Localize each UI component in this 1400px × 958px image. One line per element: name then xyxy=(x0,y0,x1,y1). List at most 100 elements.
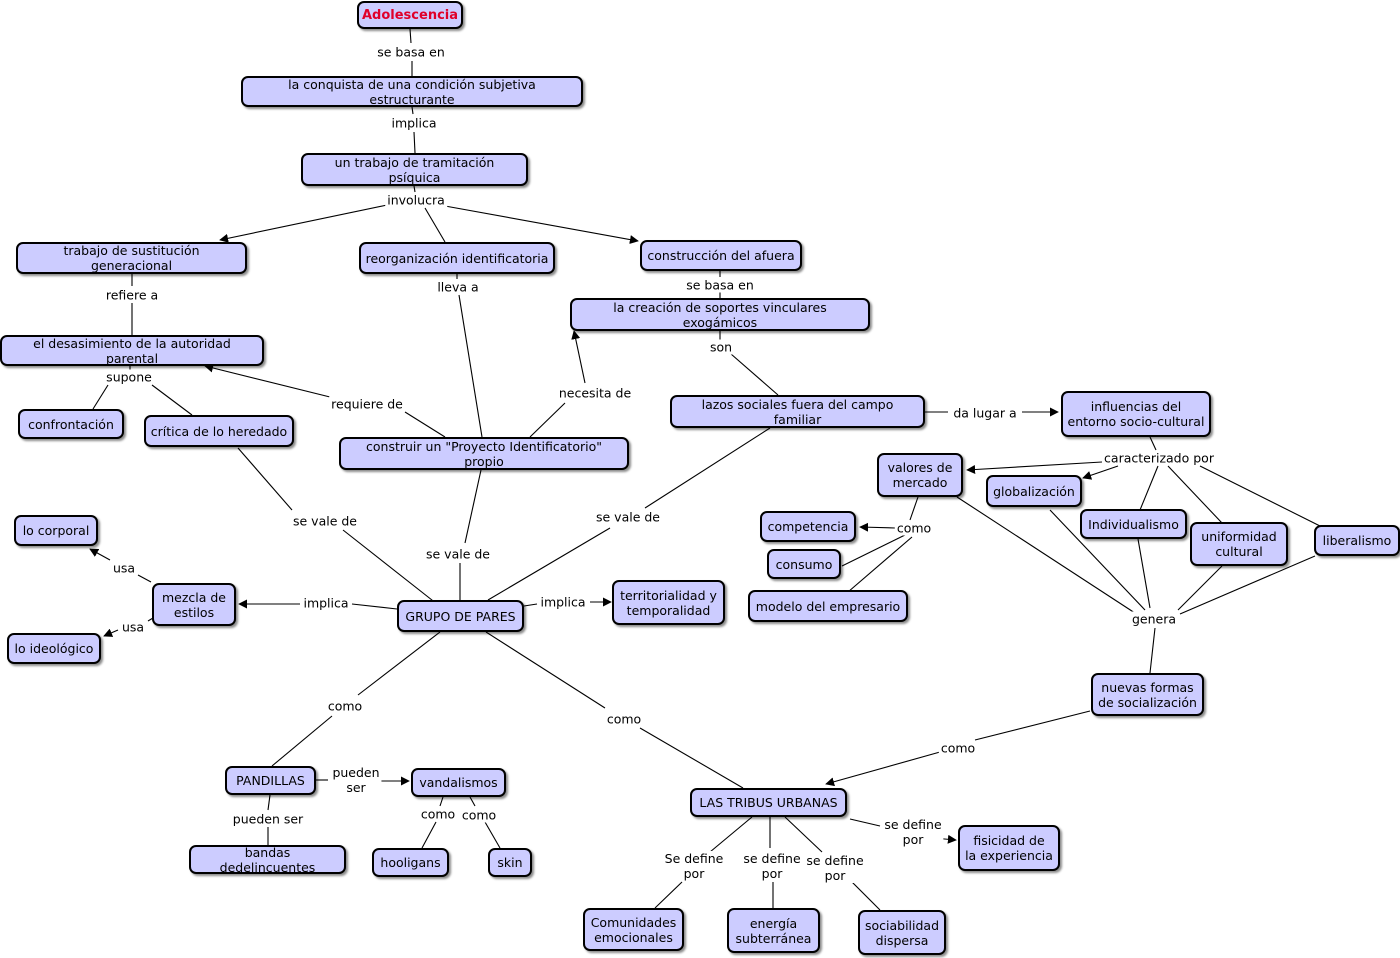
link-label-como: como xyxy=(604,711,644,727)
edge-line xyxy=(342,529,438,605)
edge-line xyxy=(709,816,753,853)
link-label-genera: genera xyxy=(1129,611,1179,627)
link-label-pueden-ser: pueden ser xyxy=(230,811,306,827)
concept-lazos[interactable]: lazos sociales fuera del campo familiar xyxy=(670,395,925,428)
edge-line xyxy=(103,628,119,637)
link-label-caracterizado-por: caracterizado por xyxy=(1102,450,1216,466)
concept-pandillas[interactable]: PANDILLAS xyxy=(225,766,316,795)
edge-line xyxy=(444,205,639,244)
concept-globalizacion[interactable]: globalización xyxy=(986,475,1082,507)
edge-line xyxy=(1137,538,1151,609)
concept-grupo[interactable]: GRUPO DE PARES xyxy=(397,600,524,632)
edge-line xyxy=(851,881,881,911)
edge-line xyxy=(1167,465,1223,524)
edge-line xyxy=(847,536,913,593)
edge-line xyxy=(1139,465,1159,511)
concept-valores[interactable]: valores de mercado xyxy=(877,453,963,497)
edge-line xyxy=(464,469,482,544)
concept-liberalismo[interactable]: liberalismo xyxy=(1314,525,1400,556)
concept-influencias[interactable]: influencias del entorno socio-cultural xyxy=(1061,391,1211,437)
edge-line xyxy=(413,185,416,193)
link-label-se-vale-de: se vale de xyxy=(594,509,662,525)
concept-desasimiento[interactable]: el desasimiento de la autoridad parental xyxy=(0,335,264,366)
concept-uniformidad[interactable]: uniformidad cultural xyxy=(1190,522,1288,566)
concept-proyecto[interactable]: construir un "Proyecto Identificatorio" … xyxy=(339,437,629,470)
edge-line xyxy=(151,384,193,416)
link-label-implica: implica xyxy=(389,115,439,131)
concept-vandalismos[interactable]: vandalismos xyxy=(411,768,506,797)
edge-line xyxy=(841,534,906,567)
concept-tribus[interactable]: LAS TRIBUS URBANAS xyxy=(690,788,847,817)
edge-line xyxy=(137,574,152,583)
concept-corporal[interactable]: lo corporal xyxy=(14,515,98,546)
edge-line xyxy=(271,715,333,767)
link-label-usa: usa xyxy=(110,560,138,576)
link-label-se-vale-de: se vale de xyxy=(424,546,492,562)
concept-fisicidad[interactable]: fisicidad de la experiencia xyxy=(958,825,1060,871)
edge-line xyxy=(484,821,501,849)
concept-territorialidad[interactable]: territorialidad y temporalidad xyxy=(612,580,725,625)
link-label-se-define-por: se define por xyxy=(882,817,944,847)
concept-sociabilidad[interactable]: sociabilidad dispersa xyxy=(858,910,946,955)
link-label-supone: supone xyxy=(104,369,154,385)
edge-line xyxy=(424,207,446,243)
concept-hooligans[interactable]: hooligans xyxy=(372,848,449,877)
link-label-se-define-por: se define por xyxy=(741,851,803,881)
edge-line xyxy=(413,131,416,154)
concept-energia[interactable]: energía subterránea xyxy=(727,908,820,953)
link-label-lleva-a: lleva a xyxy=(435,279,481,295)
concept-trabajo-tramitacion[interactable]: un trabajo de tramitación psíquica xyxy=(301,153,528,186)
edge-line xyxy=(909,496,919,521)
link-label-como: como xyxy=(459,807,499,823)
link-label-implica: implica xyxy=(301,595,351,611)
concept-trabajo-sustitucion[interactable]: trabajo de sustitución generacional xyxy=(16,242,247,274)
concept-individualismo[interactable]: Individualismo xyxy=(1080,509,1187,539)
concept-creacion-soportes[interactable]: la creación de soportes vinculares exogá… xyxy=(570,298,870,331)
concept-modelo[interactable]: modelo del empresario xyxy=(748,590,908,622)
concept-ideologico[interactable]: lo ideológico xyxy=(7,633,101,664)
concept-skin[interactable]: skin xyxy=(488,848,532,877)
edge-line xyxy=(639,727,744,789)
link-label-como: como xyxy=(894,520,934,536)
link-label-como: como xyxy=(325,698,365,714)
edge-line xyxy=(1177,565,1223,611)
concept-reorganizacion[interactable]: reorganización identificatoria xyxy=(359,242,555,274)
concept-conquista[interactable]: la conquista de una condición subjetiva … xyxy=(241,76,583,107)
edge-line xyxy=(644,427,771,509)
edge-line xyxy=(523,603,538,607)
link-label-requiere-de: requiere de xyxy=(329,396,405,412)
concept-critica[interactable]: crítica de lo heredado xyxy=(144,415,294,447)
edge-line xyxy=(1179,555,1316,615)
edge-line xyxy=(421,821,437,849)
link-label-se-basa-en: se basa en xyxy=(375,44,447,60)
edge-line xyxy=(351,603,398,610)
edge-line xyxy=(956,496,1139,616)
concept-mezcla[interactable]: mezcla de estilos xyxy=(152,583,236,626)
edge-line xyxy=(966,461,1103,475)
edge-line xyxy=(571,330,586,384)
link-label-se-define-por: Se define por xyxy=(662,851,726,881)
link-label-como: como xyxy=(938,740,978,756)
edge-line xyxy=(730,353,779,396)
concept-nuevas-formas[interactable]: nuevas formas de socialización xyxy=(1091,673,1204,716)
link-label-involucra: involucra xyxy=(385,192,447,208)
edge-line xyxy=(1199,465,1321,527)
concept-confrontacion[interactable]: confrontación xyxy=(18,409,124,439)
concept-comunidades[interactable]: Comunidades emocionales xyxy=(583,908,684,951)
edge-line xyxy=(237,447,293,511)
edge-line xyxy=(357,631,441,696)
edge-line xyxy=(784,816,823,853)
concept-consumo[interactable]: consumo xyxy=(767,549,841,579)
concept-bandas[interactable]: bandas dedelincuentes xyxy=(189,845,346,875)
edge-line xyxy=(219,204,388,243)
link-label-implica: implica xyxy=(538,594,588,610)
edge-line xyxy=(487,527,611,601)
edge-line xyxy=(1049,509,1146,611)
concept-construccion-afuera[interactable]: construcción del afuera xyxy=(640,240,802,271)
concept-competencia[interactable]: competencia xyxy=(760,511,856,542)
edge-line xyxy=(859,522,896,532)
concept-adolescencia[interactable]: Adolescencia xyxy=(357,1,463,29)
link-label-necesita-de: necesita de xyxy=(556,385,634,401)
link-label-se-define-por: se define por xyxy=(804,853,866,883)
